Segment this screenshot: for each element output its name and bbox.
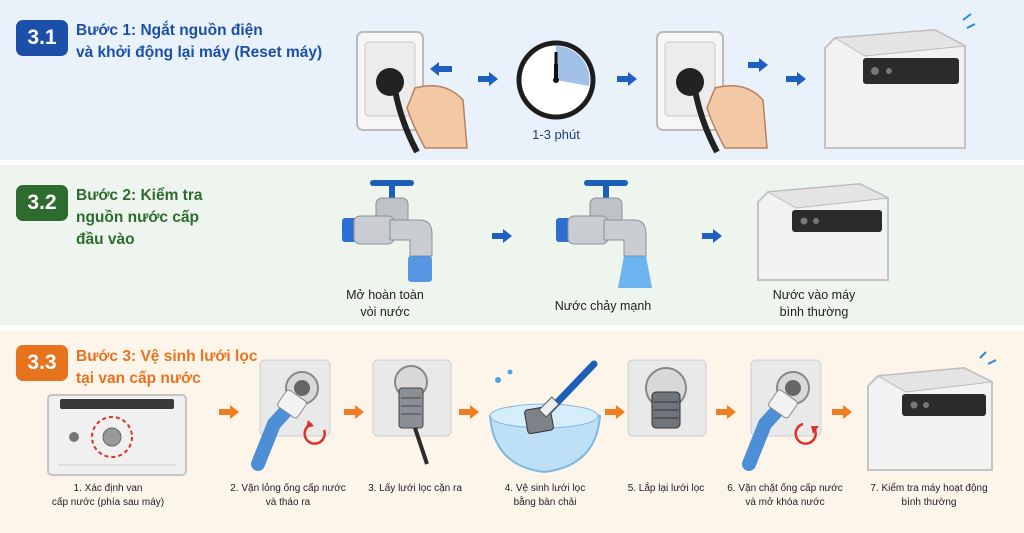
step-3-badge: 3.3 xyxy=(16,345,68,381)
plug-in-socket-icon xyxy=(656,31,768,154)
unplug-socket-icon xyxy=(356,31,468,154)
caption-step3-3: 3. Lấy lưới lọc cặn ra xyxy=(368,483,462,494)
step-2-badge: 3.2 xyxy=(16,185,68,221)
arrow-right-icon xyxy=(832,405,852,419)
arrow-right-icon xyxy=(748,58,768,72)
timer-label: 1-3 phút xyxy=(532,127,580,142)
caption-open-faucet: Mở hoàn toàn vòi nước xyxy=(346,288,424,319)
loosen-hose-icon xyxy=(251,359,331,471)
step-1-badge: 3.1 xyxy=(16,20,68,56)
arrow-right-icon xyxy=(716,405,736,419)
arrow-left-icon xyxy=(430,62,452,76)
caption-step3-5: 5. Lắp lại lưới lọc xyxy=(627,483,705,494)
faucet-open-icon xyxy=(342,180,433,282)
arrow-right-icon xyxy=(459,405,479,419)
arrow-right-icon xyxy=(478,72,498,86)
step-1-title: Bước 1: Ngắt nguồn điện và khởi động lại… xyxy=(76,22,323,61)
washing-machine-icon xyxy=(867,351,997,471)
caption-step3-2: 2. Vặn lỏng ống cấp nước và tháo ra xyxy=(230,483,346,508)
step-3-title: Bước 3: Vệ sinh lưới lọc tại van cấp nướ… xyxy=(76,348,258,387)
caption-step3-1: 1. Xác định van cấp nước (phía sau máy) xyxy=(51,483,165,508)
arrow-right-icon xyxy=(605,405,625,419)
caption-water-normal: Nước vào máy bình thường xyxy=(772,288,856,319)
arrow-right-icon xyxy=(219,405,239,419)
step-2-title: Bước 2: Kiểm tra nguồn nước cấp đầu vào xyxy=(76,187,203,248)
machine-back-valve-icon xyxy=(47,394,187,476)
arrow-right-icon xyxy=(786,72,806,86)
reinstall-filter-icon xyxy=(627,359,707,437)
washing-machine-icon xyxy=(824,13,976,149)
arrow-right-icon xyxy=(344,405,364,419)
caption-step3-7: 7. Kiểm tra máy hoạt động bình thường xyxy=(870,483,988,508)
brush-cleaning-icon xyxy=(488,360,602,474)
arrow-right-icon xyxy=(702,229,722,243)
caption-step3-4: 4. Vệ sinh lưới lọc bằng bàn chải xyxy=(504,483,586,508)
caption-step3-6: 6. Vặn chặt ống cấp nước và mở khóa nước xyxy=(727,483,843,508)
faucet-running-icon xyxy=(556,180,652,288)
washing-machine-icon xyxy=(757,182,890,281)
caption-water-flowing: Nước chảy mạnh xyxy=(554,299,652,313)
remove-filter-icon xyxy=(372,359,452,465)
tighten-hose-icon xyxy=(742,359,822,471)
arrow-right-icon xyxy=(617,72,637,86)
arrow-right-icon xyxy=(492,229,512,243)
clock-icon xyxy=(516,40,596,120)
